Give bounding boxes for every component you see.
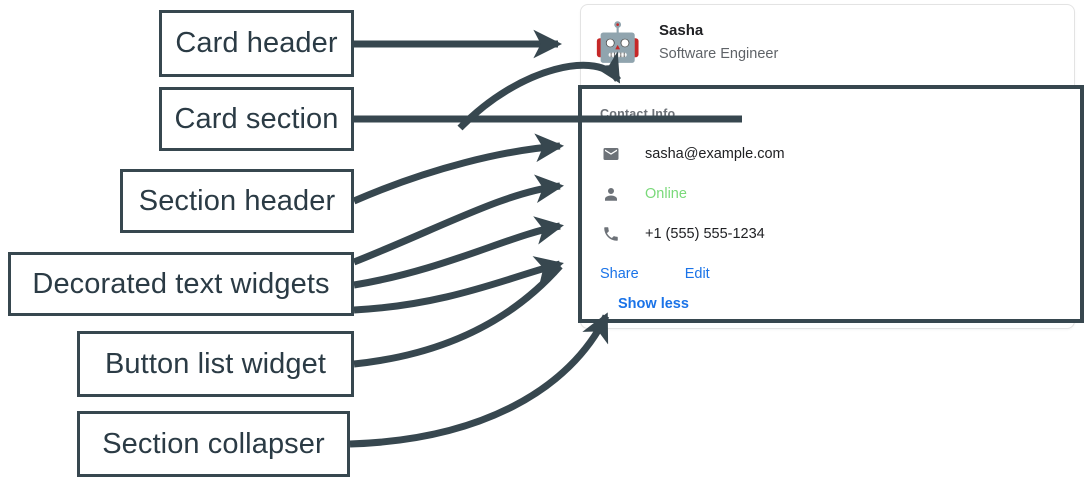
- card-section: Contact Info sasha@example.com Online: [582, 89, 1080, 319]
- annotation-card-header-label: Card header: [175, 27, 338, 59]
- annotation-decorated-text-widgets-label: Decorated text widgets: [32, 267, 330, 300]
- card-header-text: Sasha Software Engineer: [659, 21, 778, 64]
- arrow-decorated-text-3: [353, 256, 564, 314]
- status-value: Online: [645, 186, 687, 202]
- card-section-outline: Contact Info sasha@example.com Online: [578, 85, 1084, 323]
- decorated-text-widget-status: Online: [600, 174, 1080, 214]
- email-icon: [600, 145, 622, 163]
- section-header: Contact Info: [600, 107, 676, 121]
- email-value: sasha@example.com: [645, 146, 785, 162]
- annotation-card-section: Card section: [159, 87, 354, 151]
- annotation-card-header: Card header: [159, 10, 354, 77]
- annotation-section-collapser-label: Section collapser: [102, 427, 325, 460]
- arrow-button-list: [353, 263, 563, 368]
- phone-icon: [600, 225, 622, 243]
- phone-value: +1 (555) 555-1234: [645, 226, 765, 242]
- card-header-subtitle: Software Engineer: [659, 45, 779, 62]
- annotation-section-collapser: Section collapser: [77, 411, 350, 477]
- annotation-section-header-label: Section header: [138, 184, 336, 217]
- arrow-decorated-text-2: [353, 216, 564, 289]
- annotation-decorated-text-widgets: Decorated text widgets: [8, 252, 354, 316]
- person-icon: [600, 185, 622, 203]
- edit-button[interactable]: Edit: [684, 266, 710, 282]
- annotation-section-header: Section header: [120, 169, 354, 233]
- arrow-section-header: [352, 133, 565, 205]
- annotation-button-list-widget-label: Button list widget: [104, 347, 327, 380]
- section-collapser-button[interactable]: Show less: [618, 296, 689, 312]
- share-button[interactable]: Share: [600, 266, 639, 282]
- decorated-text-widget-email: sasha@example.com: [600, 134, 1080, 174]
- card-header: 🤖 Sasha Software Engineer: [581, 5, 1074, 81]
- button-list-widget: Share Edit: [600, 256, 1080, 292]
- annotation-card-section-label: Card section: [174, 102, 339, 135]
- arrow-decorated-text-1: [352, 174, 564, 266]
- decorated-text-widget-phone: +1 (555) 555-1234: [600, 214, 1080, 254]
- annotation-button-list-widget: Button list widget: [77, 331, 354, 397]
- arrow-section-collapser: [349, 312, 610, 448]
- robot-avatar-icon: 🤖: [594, 22, 642, 64]
- card-header-title: Sasha: [659, 22, 704, 40]
